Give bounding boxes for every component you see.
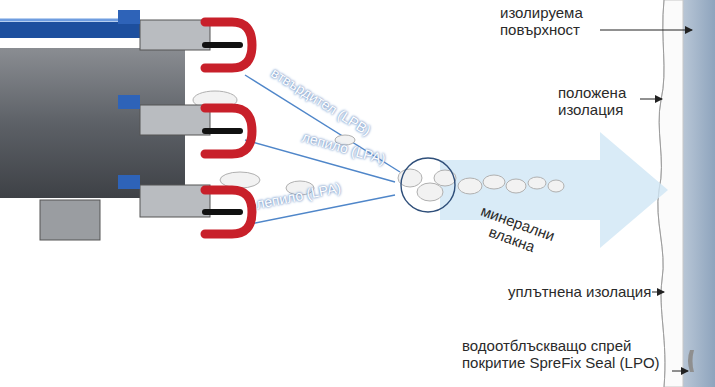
spray-gun: [0, 10, 210, 240]
wall: [683, 0, 715, 387]
leader-arrows: [600, 30, 692, 371]
fiber-clouds: [193, 91, 564, 201]
compacted-label: уплътнена изолация: [508, 283, 651, 300]
insulation-label: положена изолация: [558, 84, 638, 118]
mixing-point: [401, 158, 455, 212]
spray-coating: [688, 350, 694, 372]
coating-label: водоотблъскващо спрей покритие SpreFix S…: [462, 337, 677, 371]
nozzles: [205, 22, 252, 234]
hardener-label: втвърдител (LPB): [268, 65, 374, 140]
nozzle-pins: [205, 45, 240, 212]
surface-label: изолируема повърхност: [500, 4, 595, 38]
